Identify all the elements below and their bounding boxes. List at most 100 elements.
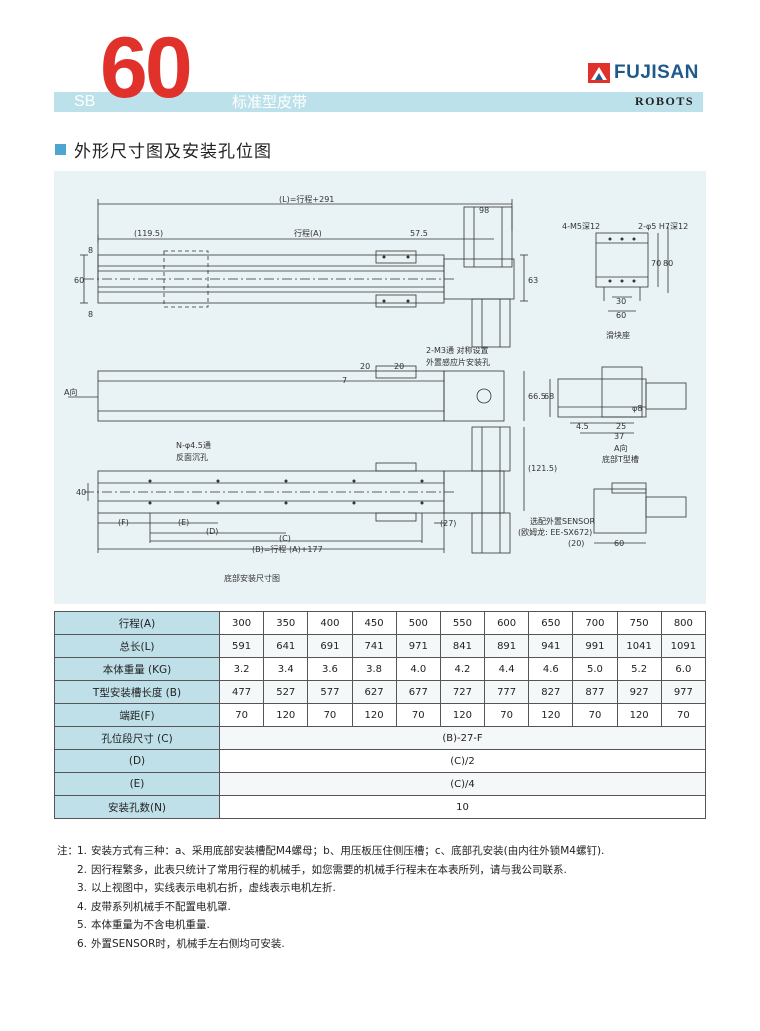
- table-cell: 70: [660, 703, 707, 727]
- label-7: 7: [342, 376, 347, 385]
- note-item: 4. 皮带系列机械手不配置电机罩.: [57, 898, 604, 917]
- label-8-top: 8: [88, 246, 93, 255]
- table-cell: 5.2: [616, 657, 662, 681]
- label-t-slot: 底部T型槽: [602, 454, 639, 464]
- table-cell: 627: [351, 680, 397, 704]
- row-header: 总长(L): [54, 634, 220, 658]
- table-cell: 70: [484, 703, 530, 727]
- table-cell: 4.6: [528, 657, 574, 681]
- table-cell: 6.0: [660, 657, 707, 681]
- table-row: 本体重量 (KG) 3.2 3.4 3.6 3.8 4.0 4.2 4.4 4.…: [54, 657, 707, 681]
- label-40: 40: [76, 488, 86, 497]
- table-cell: 120: [351, 703, 397, 727]
- table-cell: 477: [218, 680, 265, 704]
- table-cell: 800: [660, 611, 707, 635]
- label-sensor-optional: 选配外置SENSOR: [530, 516, 595, 526]
- table-cell: 891: [484, 634, 530, 658]
- notes: 注： 1. 安装方式有三种：a、采用底部安装槽配M4螺母；b、用压板压住侧压槽；…: [57, 842, 604, 954]
- table-cell: 927: [616, 680, 662, 704]
- note-number: 3.: [77, 882, 88, 895]
- brand-subtitle: ROBOTS: [635, 94, 695, 108]
- table-cell: 977: [660, 680, 707, 704]
- table-cell: 700: [572, 611, 618, 635]
- table-cell: 1041: [616, 634, 662, 658]
- section-title: 外形尺寸图及安装孔位图: [55, 137, 272, 162]
- table-cell: 4.4: [484, 657, 530, 681]
- section-title-text: 外形尺寸图及安装孔位图: [74, 142, 272, 162]
- table-cell: 527: [263, 680, 309, 704]
- label-sensor-plate: 外置感应片安装孔: [426, 357, 490, 367]
- table-cell: 691: [307, 634, 353, 658]
- table-cell: 577: [307, 680, 353, 704]
- table-cell: 550: [439, 611, 486, 635]
- label-m3: 2-M3通 对称设置: [426, 345, 489, 355]
- label-70: 70: [651, 259, 661, 268]
- table-cell: 70: [218, 703, 265, 727]
- note-number: 2.: [77, 863, 88, 876]
- table-cell: 750: [616, 611, 662, 635]
- label-8-bottom: 8: [88, 310, 93, 319]
- table-cell: 591: [218, 634, 265, 658]
- row-header: (E): [54, 772, 220, 796]
- label-60-seat: 60: [616, 311, 626, 320]
- label-27: (27): [440, 519, 456, 528]
- table-cell: 600: [484, 611, 530, 635]
- spec-table: 行程(A) 300 350 400 450 500 550 600 650 70…: [54, 611, 707, 819]
- label-n-holes: N-φ4.5通: [176, 440, 211, 450]
- label-a-direction: A向: [64, 387, 77, 397]
- label-phi5: 2-φ5 H7深12: [638, 222, 688, 231]
- technical-drawing: (L)=行程+291 98 (119.5) 行程(A) 57.5 8 8 60 …: [54, 171, 706, 604]
- merged-cell: (B)-27-F: [219, 726, 706, 750]
- label-37: 37: [614, 432, 624, 441]
- table-row: 孔位段尺寸 (C) (B)-27-F: [54, 726, 706, 750]
- table-cell: 777: [484, 680, 530, 704]
- header-bar: [54, 92, 703, 112]
- label-total-length: (L)=行程+291: [279, 194, 334, 204]
- table-cell: 877: [572, 680, 618, 704]
- note-number: 1.: [77, 845, 88, 857]
- table-cell: 120: [616, 703, 662, 727]
- notes-prefix: 注：: [57, 845, 78, 857]
- table-cell: 3.8: [351, 657, 397, 681]
- row-header: (D): [54, 749, 220, 773]
- table-cell: 350: [263, 611, 309, 635]
- model-name: 标准型皮带: [232, 93, 308, 111]
- label-68: 68: [544, 392, 554, 401]
- label-4-5: 4.5: [576, 422, 589, 431]
- note-number: 6.: [77, 937, 88, 950]
- table-cell: 120: [528, 703, 574, 727]
- table-cell: 971: [395, 634, 441, 658]
- table-cell: 991: [572, 634, 618, 658]
- label-e: (E): [178, 518, 189, 527]
- label-80: 80: [663, 259, 673, 268]
- label-63: 63: [528, 276, 538, 285]
- note-text: 皮带系列机械手不配置电机罩.: [91, 900, 231, 913]
- note-text: 安装方式有三种：a、采用底部安装槽配M4螺母；b、用压板压住侧压槽；c、底部孔安…: [91, 845, 605, 857]
- row-header: 行程(A): [54, 611, 220, 635]
- row-header: 本体重量 (KG): [54, 657, 220, 681]
- model-number: 60: [100, 20, 193, 116]
- note-text: 本体重量为不含电机重量.: [91, 919, 210, 932]
- label-slider-seat: 滑块座: [606, 330, 630, 340]
- label-57-5: 57.5: [410, 229, 428, 238]
- table-row: 安装孔数(N) 10: [54, 795, 706, 819]
- label-d: (D): [206, 527, 218, 536]
- table-row: 行程(A) 300 350 400 450 500 550 600 650 70…: [54, 611, 707, 635]
- table-row: 端距(F) 70 120 70 120 70 120 70 120 70 120…: [54, 703, 707, 727]
- table-cell: 827: [528, 680, 574, 704]
- square-bullet-icon: [55, 144, 66, 155]
- label-f: (F): [118, 518, 129, 527]
- table-cell: 120: [263, 703, 309, 727]
- note-number: 5.: [77, 919, 88, 932]
- table-cell: 70: [572, 703, 618, 727]
- note-item: 5. 本体重量为不含电机重量.: [57, 916, 604, 935]
- label-counterbore: 反面沉孔: [176, 452, 208, 462]
- merged-cell: (C)/4: [219, 772, 706, 796]
- merged-cell: (C)/2: [219, 749, 706, 773]
- table-row: T型安装槽长度 (B) 477 527 577 627 677 727 777 …: [54, 680, 707, 704]
- table-row: 总长(L) 591 641 691 741 971 841 891 941 99…: [54, 634, 707, 658]
- table-cell: 70: [395, 703, 441, 727]
- table-cell: 841: [439, 634, 486, 658]
- table-cell: 727: [439, 680, 486, 704]
- table-cell: 3.4: [263, 657, 309, 681]
